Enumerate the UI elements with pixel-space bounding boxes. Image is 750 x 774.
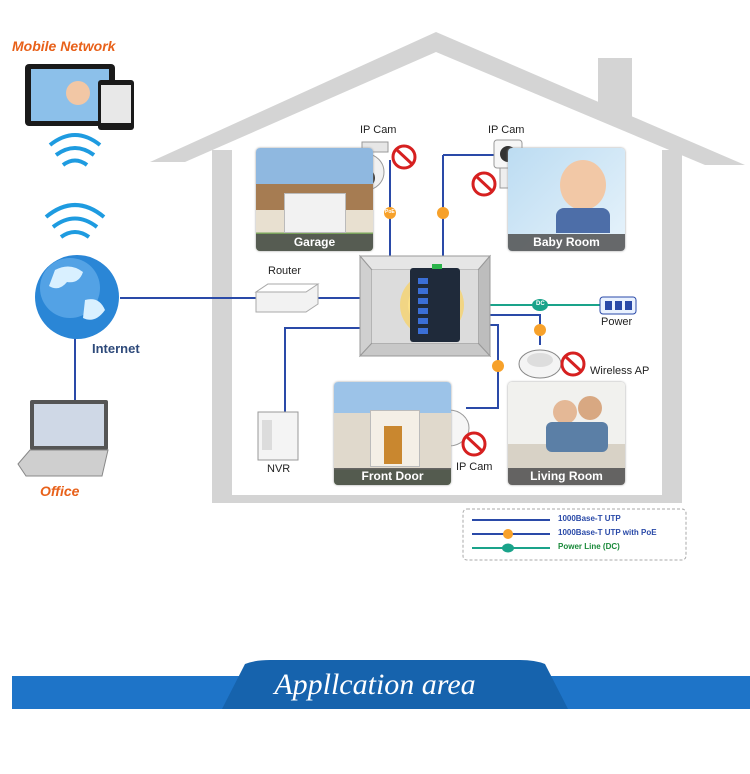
laptop-icon: [17, 400, 109, 477]
legend-utp-poe: 1000Base-T UTP with PoE: [558, 528, 657, 537]
ip-cam-baby-label: IP Cam: [488, 124, 525, 136]
photo-front-door: Front Door: [334, 382, 451, 485]
prohibited-icon: [391, 144, 586, 457]
banner-title: Appllcation area: [274, 668, 476, 701]
ip-cam-front-label: IP Cam: [456, 461, 493, 473]
wifi-signal-icon: [44, 133, 106, 239]
wireless-ap-icon: [518, 349, 562, 379]
person-1: [553, 400, 577, 424]
router-icon: [254, 283, 320, 313]
nvr-label: NVR: [267, 463, 291, 475]
people-bodies: [546, 422, 608, 452]
power-label: Power: [601, 316, 633, 328]
industrial-switch: [400, 264, 464, 342]
photo-living-room: Living Room: [508, 382, 625, 485]
wireless-ap-label: Wireless AP: [590, 365, 650, 377]
baby-body: [556, 208, 610, 233]
room-label-front-door: Front Door: [334, 468, 451, 485]
photo-baby-room: Baby Room: [508, 148, 625, 251]
internet-globe-icon: [35, 255, 119, 339]
dc-badge-text: DC: [536, 301, 545, 307]
garage-door: [284, 193, 346, 233]
router-label: Router: [268, 265, 302, 277]
legend-utp: 1000Base-T UTP: [558, 514, 621, 523]
power-adapter-icon: [599, 296, 637, 315]
mobile-network-label: Mobile Network: [12, 38, 116, 54]
office-label: Office: [40, 483, 80, 499]
banner: [12, 660, 750, 724]
poe-badge-text: PoE: [385, 209, 395, 215]
legend-box: [462, 508, 687, 561]
room-label-living-room: Living Room: [508, 468, 625, 485]
dc-badge: [532, 299, 548, 311]
front-door-shape: [384, 426, 402, 464]
legend-power-line: Power Line (DC): [558, 542, 620, 551]
mobile-devices-icon: [25, 64, 134, 130]
internet-label: Internet: [92, 341, 140, 356]
poe-badges: [384, 207, 546, 372]
room-label-baby-room: Baby Room: [508, 234, 625, 251]
ip-cam-garage-label: IP Cam: [360, 124, 397, 136]
baby-face: [560, 160, 606, 210]
photo-garage: Garage: [256, 148, 373, 251]
room-label-garage: Garage: [256, 234, 373, 251]
house-outline: [150, 32, 745, 503]
nvr-icon: [257, 411, 299, 461]
person-2: [578, 396, 602, 420]
